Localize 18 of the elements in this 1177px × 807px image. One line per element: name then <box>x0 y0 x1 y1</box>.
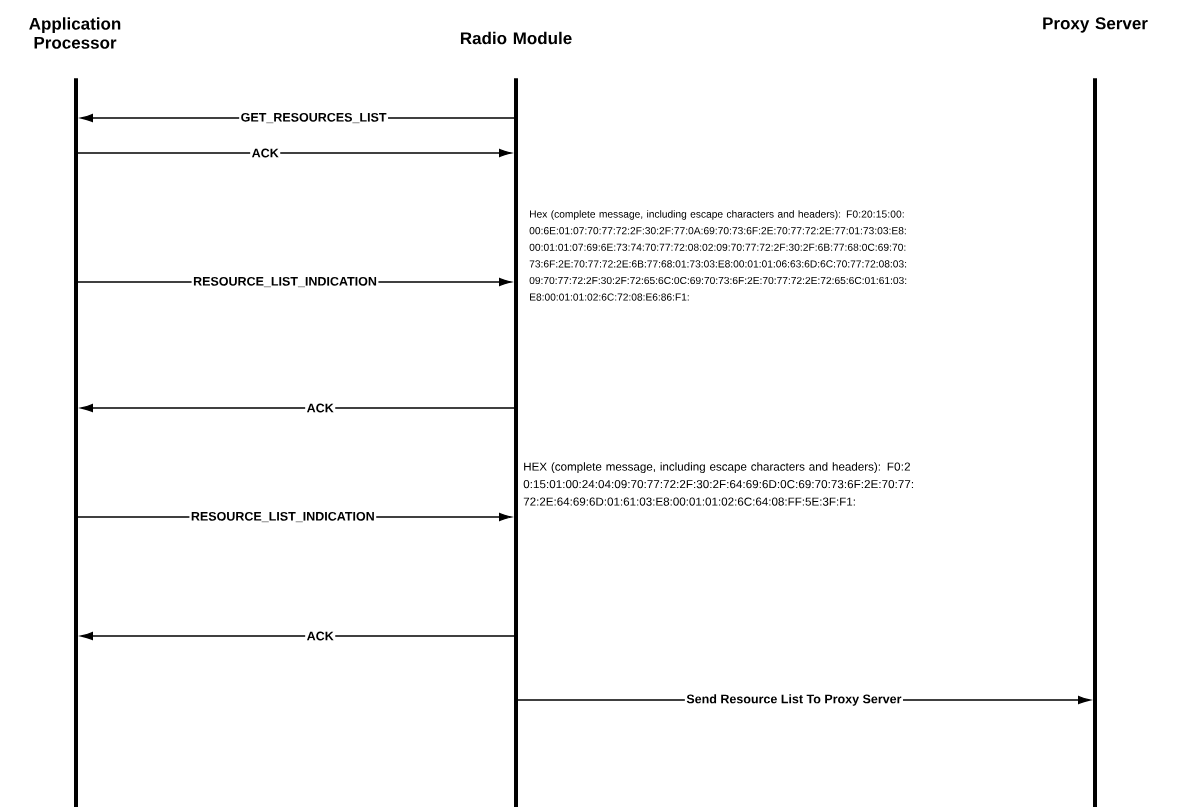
edge-label: Send Resource List To Proxy Server <box>684 692 903 708</box>
participant-label: Radio Module <box>460 31 572 45</box>
edge-label: RESOURCE_LIST_INDICATION <box>191 275 379 289</box>
lifeline <box>74 78 78 807</box>
edge-label: ACK <box>250 147 281 159</box>
arrow <box>80 631 515 641</box>
edge-label: RESOURCE_LIST_INDICATION <box>189 510 377 524</box>
edge-label: ACK <box>305 630 336 642</box>
arrow <box>77 148 512 158</box>
participant-label: Proxy Server <box>1043 17 1148 33</box>
note-text: HEX (complete message, including escape characters and headers): F0:20:15:01:00:24:04:09:70:77:72:2F:30:2F:64:69:6D:0C:69:70:73:6F:2E:70:77:72:2E:64:69:6D:01:61:03:E8:00:01:01:02:6C:64:08:FF:5E:3F:F1: <box>523 462 913 506</box>
lifeline <box>514 78 518 807</box>
edge-label: ACK <box>305 402 336 414</box>
note-text: Hex (complete message, including escape characters and headers): F0:20:15:00:00:6E:01:07:70:77:72:2F:30:2F:77:0A:69:70:73:6F:2E:70:77:72:2E:77:01:73:03:E8:00:01:01:07:69:6E:73:74:70:77:72:08:02:09:70:77:72:2F:30:2F:6B:77:68:0C:69:70:73:6F:2E:70:77:72:2E:6B:77:68:01:73:03:E8:00:01:01:06:63:6D:6C:70:77:72:08:03:09:70:77:72:2F:30:2F:72:65:6C:0C:69:70:73:6F:2E:70:77:72:2E:72:65:6C:01:61:03:E8:00:01:01:02:6C:72:08:E6:86:F1: <box>529 210 907 301</box>
participant-label: Application Processor <box>29 17 121 49</box>
lifeline <box>1093 78 1097 807</box>
arrow <box>80 403 515 413</box>
edge-label: GET_RESOURCES_LIST <box>239 111 389 125</box>
